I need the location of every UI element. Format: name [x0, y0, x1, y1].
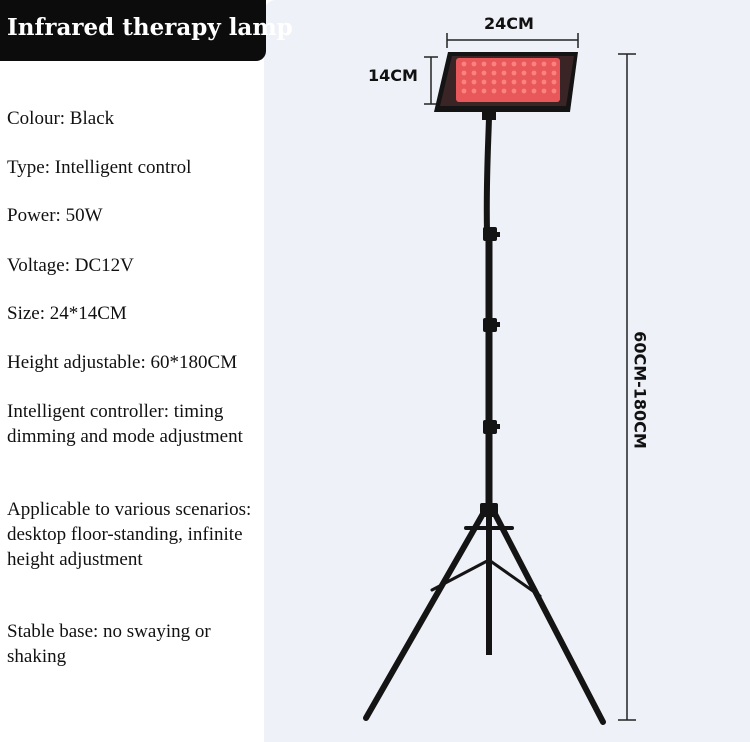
spec-scenarios: Applicable to various scenarios: desktop…: [7, 499, 252, 570]
width-dimension-label: 24CM: [484, 14, 534, 33]
spec-colour: Colour: Black: [7, 108, 115, 129]
depth-dimension-line: [424, 56, 438, 105]
spec-type: Type: Intelligent control: [7, 157, 192, 178]
height-dimension-line: [618, 53, 636, 721]
product-image-area: [264, 0, 750, 742]
led-dots: [461, 61, 557, 94]
product-title: Infrared therapy lamp: [0, 0, 293, 61]
spec-height: Height adjustable: 60*180CM: [7, 352, 238, 373]
spec-controller: Intelligent controller: timing dimming a…: [7, 401, 243, 447]
width-dimension-line: [446, 33, 579, 48]
lamp-head: [434, 52, 578, 120]
spec-voltage: Voltage: DC12V: [7, 255, 134, 276]
spec-size: Size: 24*14CM: [7, 303, 127, 324]
height-dimension-label: 60CM-180CM: [630, 331, 650, 449]
lamp-illustration: [363, 33, 636, 725]
spec-power: Power: 50W: [7, 205, 103, 226]
tripod-base: [363, 509, 606, 725]
lamp-stand: [483, 117, 493, 655]
depth-dimension-label: 14CM: [368, 66, 418, 85]
spec-base: Stable base: no swaying or shaking: [7, 621, 211, 667]
